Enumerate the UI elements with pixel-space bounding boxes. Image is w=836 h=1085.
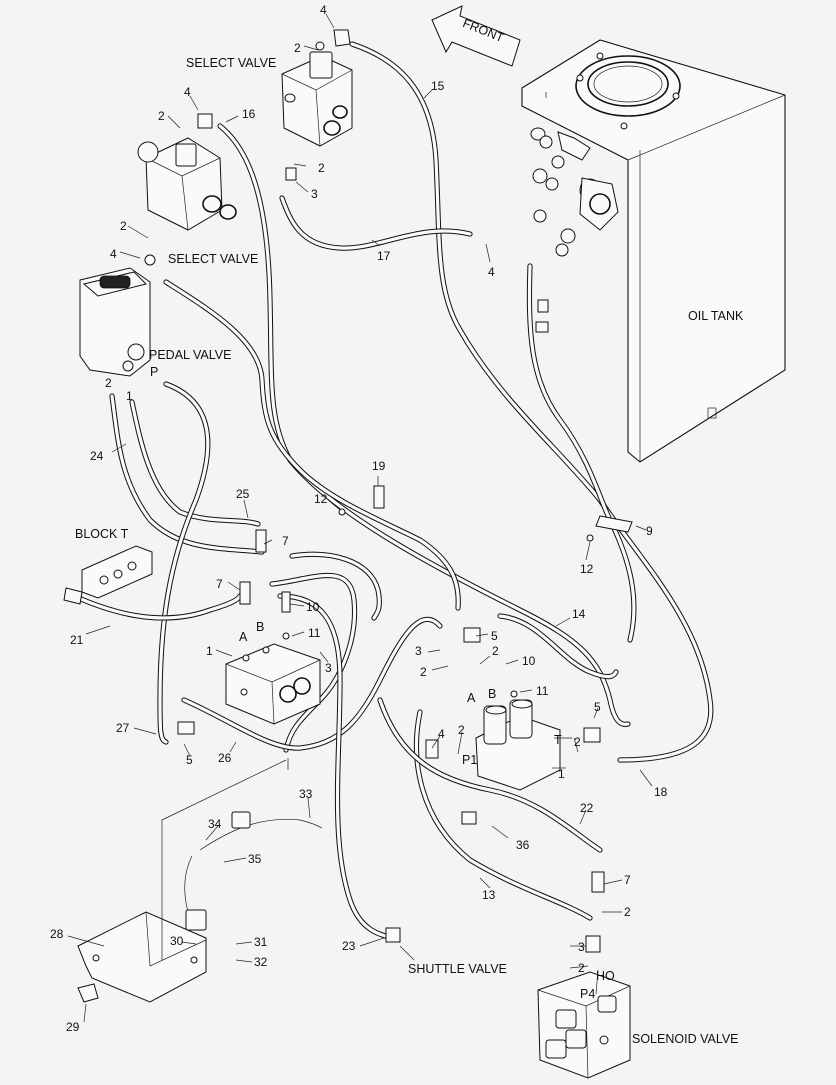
callout: 1 <box>558 767 565 781</box>
callout: 16 <box>242 107 256 121</box>
callout: 4 <box>184 85 191 99</box>
bracket-assembly <box>77 759 323 1003</box>
fittings <box>177 485 633 953</box>
valve-block-left <box>225 643 321 725</box>
callout: 11 <box>308 626 321 640</box>
label-port-p4: P4 <box>580 987 595 1001</box>
callout: 29 <box>66 1020 80 1034</box>
callout: 31 <box>254 935 268 949</box>
label-port-a-left: A <box>239 630 248 644</box>
label-solenoid-valve: SOLENOID VALVE <box>632 1032 739 1046</box>
callout: 7 <box>216 577 223 591</box>
callout: 9 <box>646 524 653 538</box>
callout: 2 <box>578 961 585 975</box>
callout: 2 <box>105 376 112 390</box>
hose-lines <box>71 41 714 941</box>
callout: 17 <box>377 249 391 263</box>
oil-tank <box>521 39 786 463</box>
callout: 2 <box>420 665 427 679</box>
callout: 32 <box>254 955 268 969</box>
callout-numbers: 4 2 15 4 2 16 2 3 2 4 17 4 2 1 24 19 12 … <box>50 3 668 1034</box>
callout: 24 <box>90 449 104 463</box>
label-oil-tank: OIL TANK <box>688 309 744 323</box>
callout: 26 <box>218 751 232 765</box>
label-select-valve-mid: SELECT VALVE <box>168 252 258 266</box>
callout: 22 <box>580 801 594 815</box>
valve-block-right <box>475 699 561 791</box>
label-block-t: BLOCK T <box>75 527 129 541</box>
callout: 2 <box>574 735 581 749</box>
label-pedal-valve: PEDAL VALVE <box>149 348 231 362</box>
callout: 19 <box>372 459 386 473</box>
callout: 1 <box>206 644 213 658</box>
callout: 1 <box>126 389 133 403</box>
component-labels: SELECT VALVE SELECT VALVE OIL TANK PEDAL… <box>75 56 744 1046</box>
callout: 10 <box>306 600 320 614</box>
callout: 23 <box>342 939 356 953</box>
label-port-t: T <box>554 733 562 747</box>
callout: 4 <box>438 727 445 741</box>
label-port-b-left: B <box>256 620 264 634</box>
callout: 2 <box>458 723 465 737</box>
callout: 36 <box>516 838 530 852</box>
label-port-p-pedal: P <box>150 365 158 379</box>
callout: 2 <box>120 219 127 233</box>
label-shuttle-valve: SHUTTLE VALVE <box>408 962 507 976</box>
callout: 12 <box>580 562 594 576</box>
callout: 11 <box>536 684 549 698</box>
label-port-ho: HO <box>596 969 615 983</box>
callout: 3 <box>311 187 318 201</box>
callout: 3 <box>578 940 585 954</box>
callout: 2 <box>624 905 631 919</box>
solenoid-valve <box>537 971 631 1079</box>
callout: 4 <box>110 247 117 261</box>
callout: 5 <box>594 700 601 714</box>
callout: 5 <box>491 629 498 643</box>
front-arrow: FRONT <box>431 5 521 67</box>
callout: 3 <box>325 661 332 675</box>
callout: 4 <box>320 3 327 17</box>
label-port-p1: P1 <box>462 753 477 767</box>
select-valve-top <box>281 29 353 181</box>
callout: 35 <box>248 852 262 866</box>
callout: 7 <box>624 873 631 887</box>
label-port-b-right: B <box>488 687 496 701</box>
callout: 7 <box>282 534 289 548</box>
block-t <box>63 545 153 605</box>
callout: 27 <box>116 721 130 735</box>
callout: 28 <box>50 927 64 941</box>
callout: 34 <box>208 817 222 831</box>
callout: 18 <box>654 785 668 799</box>
callout: 2 <box>294 41 301 55</box>
callout: 12 <box>314 492 328 506</box>
callout: 4 <box>488 265 495 279</box>
callout: 2 <box>318 161 325 175</box>
callout: 2 <box>158 109 165 123</box>
callout: 10 <box>522 654 536 668</box>
pedal-valve <box>79 267 151 377</box>
callout: 33 <box>299 787 313 801</box>
leader-lines <box>67 13 653 1023</box>
callout: 21 <box>70 633 84 647</box>
callout: 14 <box>572 607 586 621</box>
callout: 2 <box>492 644 499 658</box>
callout: 30 <box>170 934 184 948</box>
label-port-a-right: A <box>467 691 476 705</box>
select-valve-mid <box>137 113 237 266</box>
callout: 13 <box>482 888 496 902</box>
callout: 5 <box>186 753 193 767</box>
callout: 3 <box>415 644 422 658</box>
callout: 25 <box>236 487 250 501</box>
label-select-valve-top: SELECT VALVE <box>186 56 276 70</box>
callout: 15 <box>431 79 445 93</box>
